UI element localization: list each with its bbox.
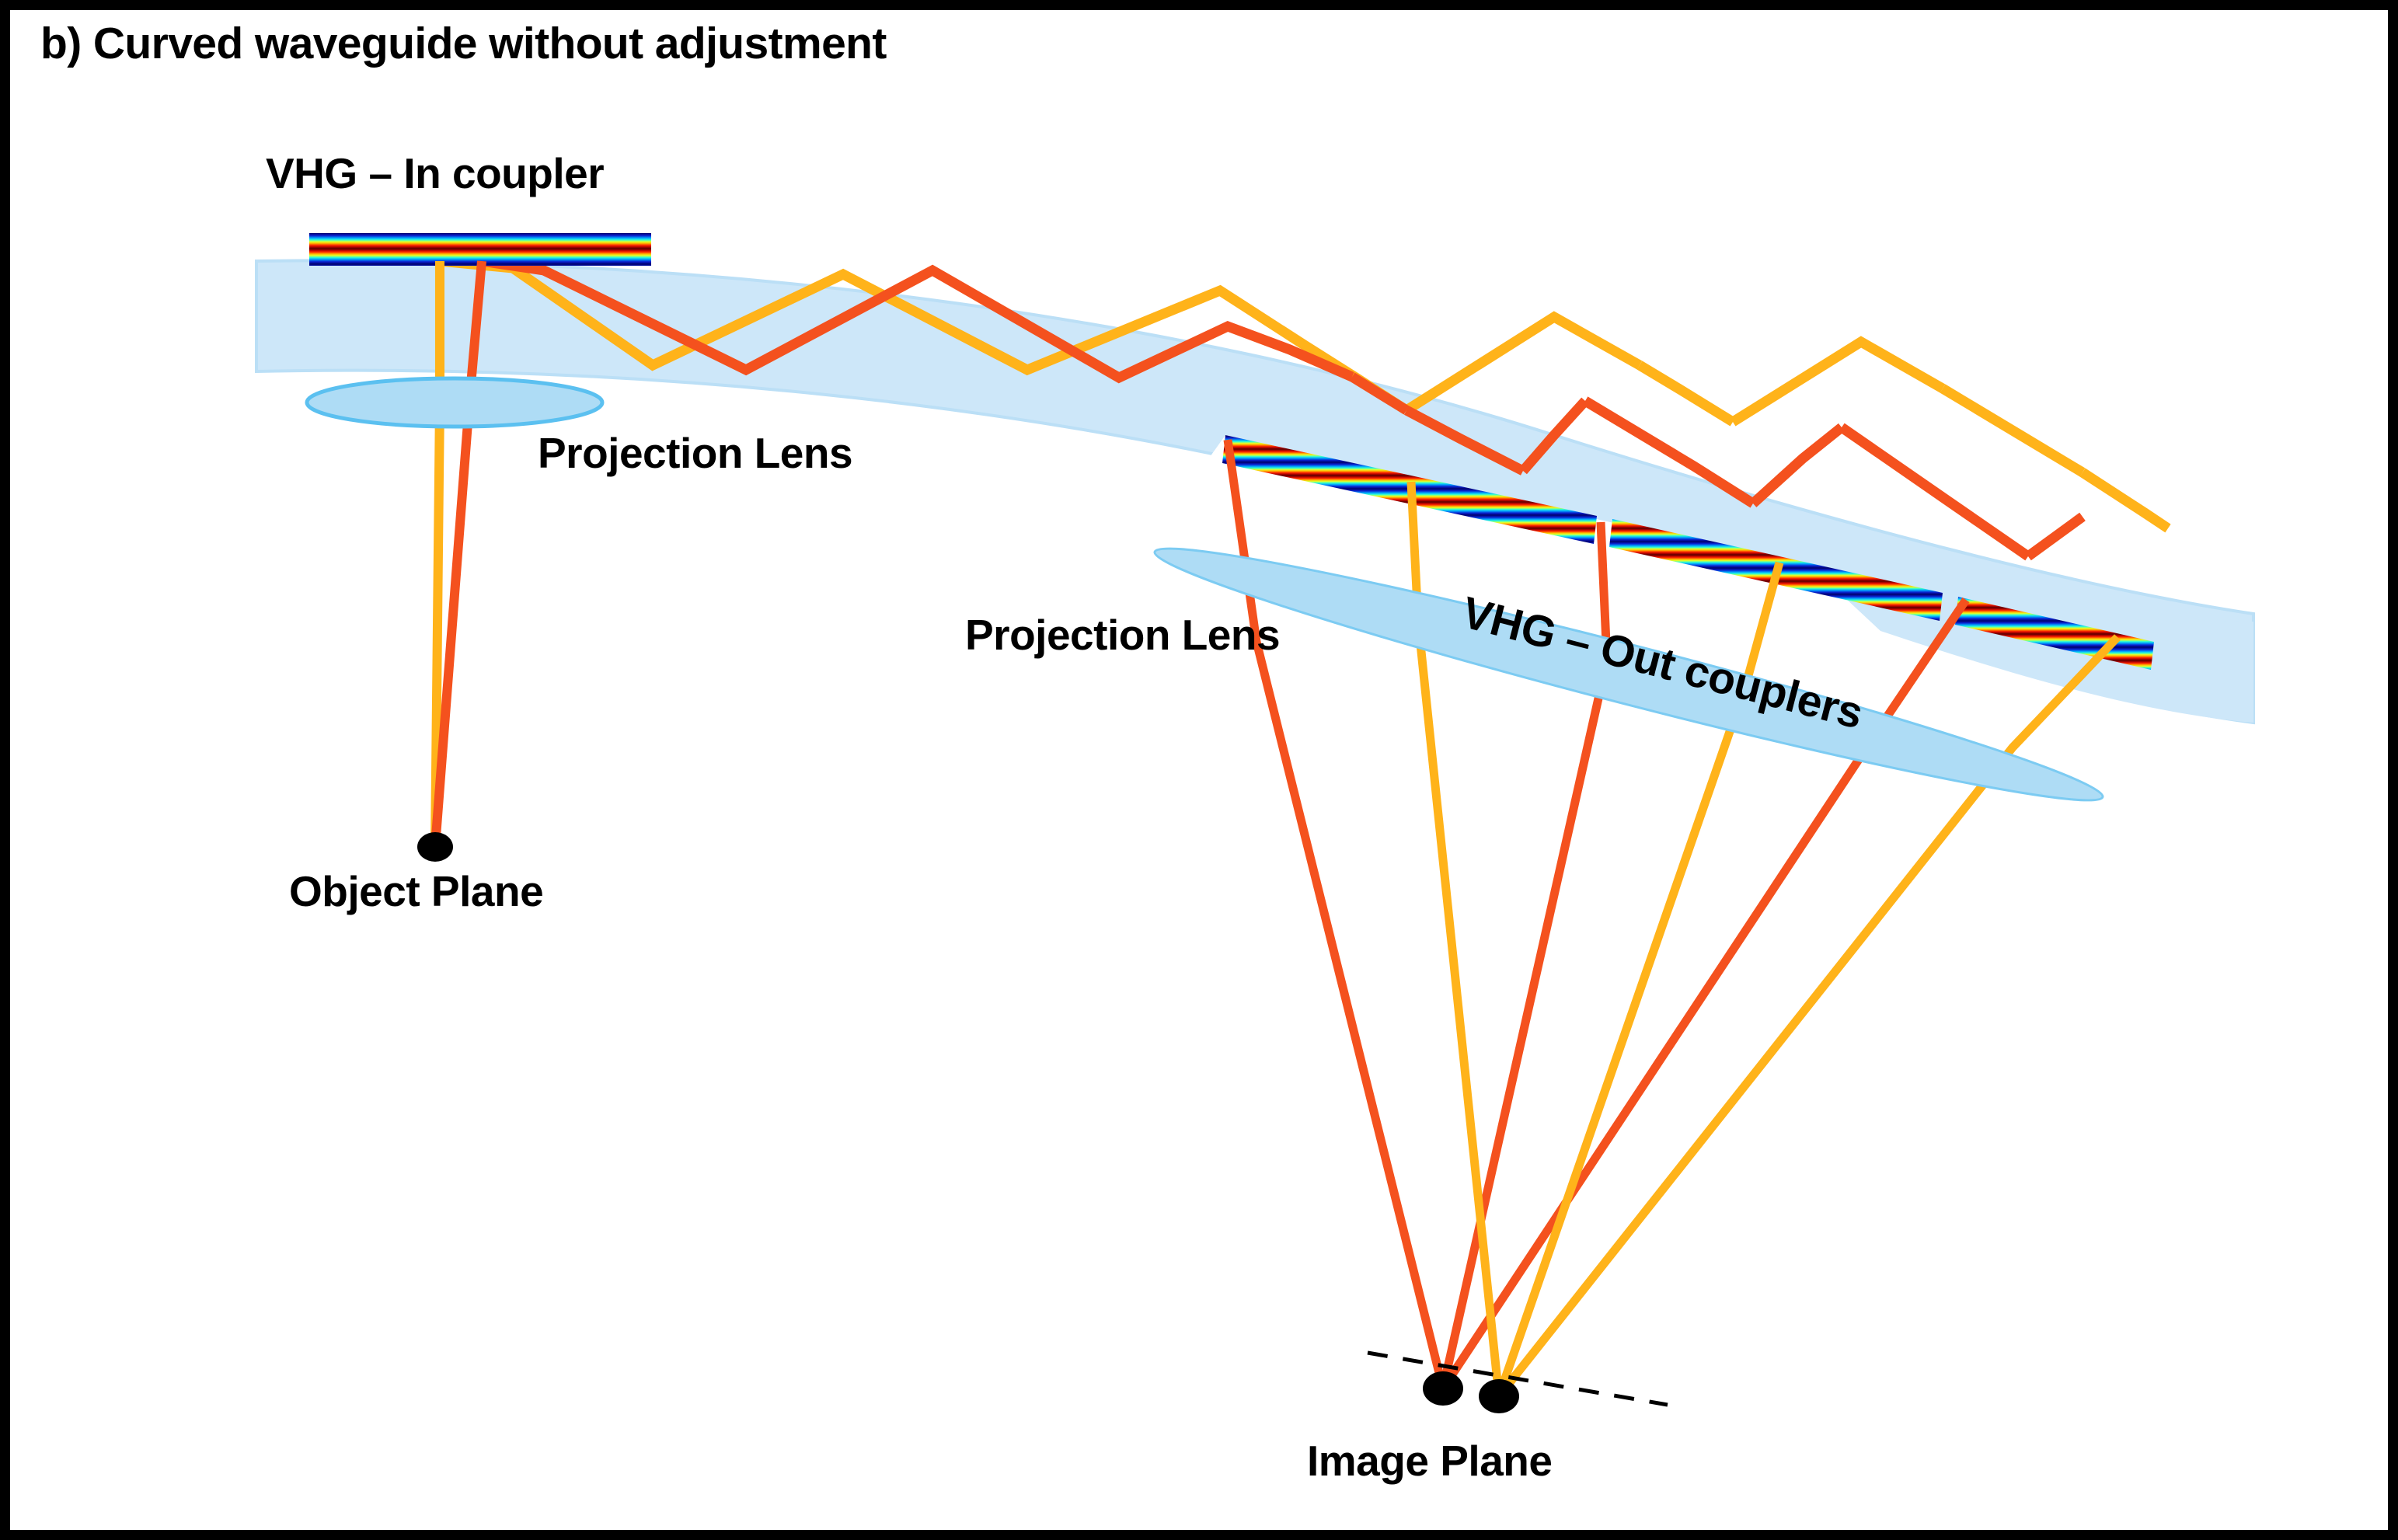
projection-lens-2 bbox=[1153, 547, 2104, 802]
projection-lens-2-label: Projection Lens bbox=[965, 611, 1281, 659]
page-title: b) Curved waveguide without adjustment bbox=[40, 19, 887, 68]
projection-lens-1-label: Projection Lens bbox=[538, 429, 853, 477]
object-plane-point bbox=[417, 832, 453, 862]
projection-lens-1 bbox=[305, 376, 605, 429]
image-plane-line bbox=[1367, 1350, 1668, 1407]
image-plane-label: Image Plane bbox=[1307, 1437, 1553, 1485]
vhg-in-coupler bbox=[309, 233, 651, 266]
image-plane-points bbox=[1423, 1371, 1519, 1413]
guided-rays-red bbox=[481, 256, 2086, 561]
vhg-in-coupler-label: VHG – In coupler bbox=[266, 149, 605, 197]
object-plane-label: Object Plane bbox=[289, 867, 544, 915]
